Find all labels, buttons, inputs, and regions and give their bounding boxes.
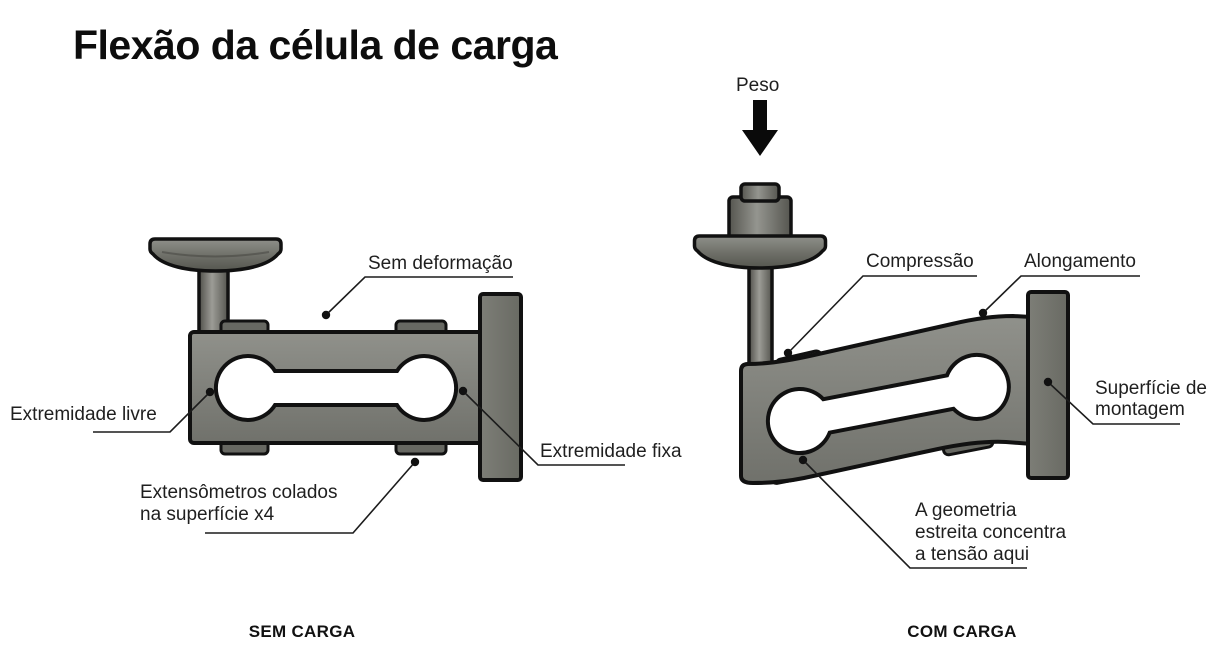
leader-sem-deformacao (325, 276, 513, 316)
label-geometria-line2: estreita concentra (915, 522, 1067, 543)
label-superficie-line1: Superfície de (1095, 378, 1207, 399)
leader-dot (458, 386, 468, 396)
leader-compressao (787, 275, 977, 354)
caption-com-carga: COM CARGA (907, 622, 1017, 641)
label-extremidade-livre: Extremidade livre (10, 404, 157, 425)
label-compressao: Compressão (866, 251, 974, 272)
leader-dot (410, 457, 420, 467)
dog-bone-cutout (213, 354, 459, 422)
down-arrow-icon (742, 100, 778, 156)
leader-alongamento (982, 275, 1140, 314)
leader-dot (321, 310, 331, 320)
leader-superficie (1047, 381, 1180, 425)
caption-sem-carga: SEM CARGA (248, 622, 356, 641)
label-geometria: A geometria estreita concentra a tensão … (915, 500, 1066, 566)
label-extensometros: Extensômetros colados na superfície x4 (140, 482, 338, 526)
leader-extensometros (205, 461, 416, 534)
leader-dot (783, 348, 793, 358)
leader-dot (205, 387, 215, 397)
leader-dot (978, 308, 988, 318)
label-extremidade-fixa: Extremidade fixa (540, 441, 682, 462)
leader-dot (798, 455, 808, 465)
leader-lines (93, 275, 1180, 569)
label-geometria-line1: A geometria (915, 500, 1017, 521)
label-sem-deformacao: Sem deformação (368, 253, 513, 274)
label-geometria-line3: a tensão aqui (915, 544, 1030, 565)
label-superficie-line2: montagem (1095, 399, 1185, 420)
weight-knob (739, 182, 781, 203)
leader-dots (205, 308, 1053, 467)
leader-extremidade-livre (93, 391, 211, 433)
load-cell-unloaded (148, 237, 523, 482)
mounting-plate (478, 292, 523, 482)
dog-bone-cutout-deformed (765, 352, 1011, 455)
leader-dot (1043, 377, 1053, 387)
page-title: Flexão da célula de carga (73, 22, 558, 68)
leader-geometria (802, 459, 1027, 569)
loading-post-loaded (747, 256, 774, 372)
label-alongamento: Alongamento (1024, 251, 1136, 272)
load-platter-loaded (692, 234, 828, 270)
load-platter (148, 237, 283, 273)
load-cell-loaded (692, 100, 1070, 486)
label-superficie-montagem: Superfície de montagem (1095, 378, 1207, 420)
label-peso: Peso (736, 75, 780, 96)
leader-extremidade-fixa (462, 390, 625, 466)
label-extensometros-line2: na superfície x4 (140, 504, 275, 525)
platter-shading (161, 251, 270, 258)
label-extensometros-line1: Extensômetros colados (140, 482, 338, 503)
